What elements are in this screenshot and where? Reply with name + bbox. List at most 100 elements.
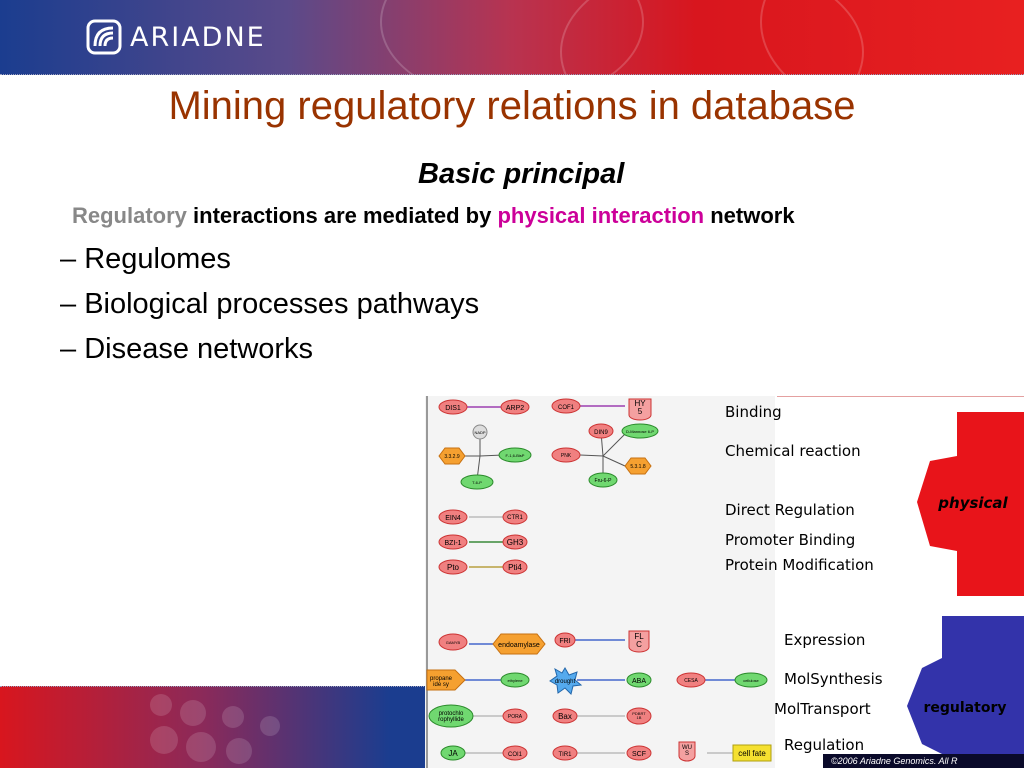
node-fru6p bbox=[588, 472, 618, 488]
header-banner: ARIADNE bbox=[0, 0, 1024, 75]
node-aba bbox=[626, 672, 652, 688]
legend-protein-modification: Protein Modification bbox=[725, 556, 874, 574]
node-pto bbox=[438, 559, 468, 575]
node-label: Bax bbox=[558, 712, 572, 721]
node-nadp bbox=[472, 424, 488, 440]
node-label: T-6-P bbox=[472, 480, 482, 485]
node-fri bbox=[554, 632, 576, 648]
brand-name: ARIADNE bbox=[130, 21, 266, 53]
legend-regulation: Regulation bbox=[784, 736, 865, 754]
node-pti4 bbox=[502, 559, 528, 575]
physical-arrow bbox=[917, 412, 1024, 596]
node-scf bbox=[626, 745, 652, 761]
node-pnk bbox=[551, 447, 581, 463]
list-item: Disease networks bbox=[60, 330, 479, 375]
node-endoamylase bbox=[492, 633, 546, 655]
legend-expression: Expression bbox=[784, 631, 866, 649]
node-wus bbox=[678, 741, 696, 762]
node-label: GAMYB bbox=[446, 640, 461, 645]
node-din9 bbox=[588, 423, 614, 439]
node-label: CESA bbox=[684, 678, 698, 684]
node-bzi1 bbox=[438, 534, 468, 550]
node-ethylene bbox=[500, 672, 530, 688]
node-cellulose bbox=[734, 672, 768, 688]
legend-molsynthesis: MolSynthesis bbox=[784, 670, 883, 688]
legend-chemical-reaction: Chemical reaction bbox=[725, 442, 861, 460]
principle-middle: interactions are mediated by bbox=[186, 203, 498, 228]
legend-binding: Binding bbox=[725, 403, 782, 421]
node-propane bbox=[426, 669, 466, 691]
node-label: Fru-6-P bbox=[595, 478, 613, 484]
node-label: BZI-1 bbox=[444, 540, 461, 547]
ariadne-logo-icon bbox=[86, 19, 122, 55]
node-label: F-1,6-BisP bbox=[506, 453, 525, 458]
node-fbisp bbox=[498, 447, 532, 463]
brand-logo: ARIADNE bbox=[86, 18, 266, 56]
node-label: Pti4 bbox=[508, 563, 522, 572]
node-flc bbox=[628, 630, 650, 653]
node-label: ethylene bbox=[507, 678, 523, 683]
node-label: DIN9 bbox=[594, 430, 608, 436]
node-label: endoamylase bbox=[498, 642, 540, 649]
node-3329 bbox=[438, 447, 466, 465]
node-label: NADP bbox=[474, 430, 485, 435]
node-ein4 bbox=[438, 509, 468, 525]
node-label: CTR1 bbox=[507, 515, 523, 521]
node-label: ARP2 bbox=[506, 405, 524, 412]
list-item: Biological processes pathways bbox=[60, 285, 479, 330]
node-label: PORA bbox=[508, 714, 523, 720]
legend-moltransport: MolTransport bbox=[774, 700, 871, 718]
node-protochlo bbox=[428, 704, 474, 728]
node-label: COF1 bbox=[558, 405, 575, 411]
physical-label: physical bbox=[937, 494, 1008, 512]
node-gh3 bbox=[502, 534, 528, 550]
node-pdbrt bbox=[626, 707, 652, 725]
header-divider bbox=[0, 74, 1024, 75]
node-label: D-Mannose 6-P bbox=[626, 429, 654, 434]
node-cesa bbox=[676, 672, 706, 688]
node-label: EIN4 bbox=[445, 515, 461, 522]
node-label: SCF bbox=[632, 751, 646, 758]
node-label: GH3 bbox=[507, 538, 524, 547]
node-t6p bbox=[460, 474, 494, 490]
node-label: TIR1 bbox=[558, 752, 572, 758]
copyright-notice: ©2006 Ariadne Genomics. All R bbox=[823, 754, 1024, 768]
node-label: COI1 bbox=[508, 752, 523, 758]
regulatory-arrow bbox=[907, 616, 1024, 768]
node-cellfate bbox=[732, 744, 772, 762]
node-label: 5.3.1.8 bbox=[630, 464, 646, 470]
slide-title: Mining regulatory relations in database bbox=[168, 84, 856, 128]
principle-end: network bbox=[704, 203, 795, 228]
node-label: Pto bbox=[447, 563, 460, 572]
node-label: JA bbox=[448, 749, 458, 758]
bullet-list: Regulomes Biological processes pathways … bbox=[60, 240, 479, 375]
node-arp2 bbox=[500, 399, 530, 415]
diagram-panel bbox=[425, 396, 775, 768]
node-tir1 bbox=[552, 745, 578, 761]
node-pora bbox=[502, 708, 528, 724]
node-bax bbox=[552, 708, 578, 724]
node-label: drought bbox=[555, 679, 576, 685]
node-label: FRI bbox=[559, 638, 570, 645]
slide-subtitle: Basic principal bbox=[418, 158, 625, 190]
node-label: DIS1 bbox=[445, 405, 461, 412]
node-pmp bbox=[621, 423, 659, 439]
node-coi1 bbox=[502, 745, 528, 761]
list-item: Regulomes bbox=[60, 240, 479, 285]
node-hy5 bbox=[628, 398, 652, 421]
node-ja bbox=[440, 745, 466, 761]
node-label: cellulose bbox=[743, 678, 759, 683]
node-cof1 bbox=[551, 398, 581, 414]
node-label: PNK bbox=[561, 453, 572, 459]
node-label: cell fate bbox=[738, 749, 766, 758]
node-label: ABA bbox=[632, 678, 646, 685]
legend-direct-regulation: Direct Regulation bbox=[725, 501, 855, 519]
